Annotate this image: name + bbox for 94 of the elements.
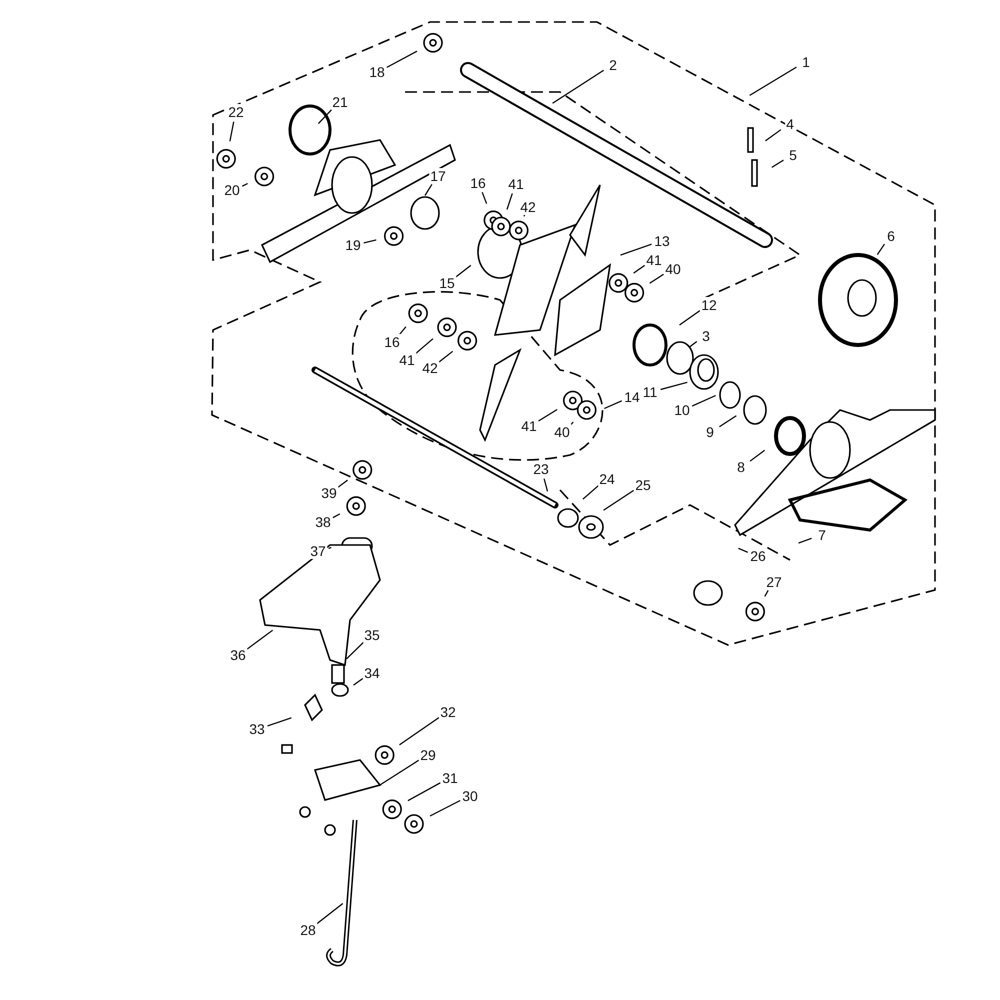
leader-line [316, 903, 344, 924]
leader-line [398, 326, 406, 335]
callout-number: 34 [363, 665, 381, 681]
callout-number: 29 [419, 747, 437, 763]
leader-line [876, 244, 885, 256]
leader-line [689, 341, 698, 348]
leader-line [679, 310, 700, 326]
leader-line [338, 480, 348, 488]
callout-number: 11 [642, 384, 658, 400]
leader-line [318, 108, 333, 124]
leader-line [438, 350, 454, 363]
callout-number: 38 [314, 514, 332, 530]
leader-line [353, 678, 364, 686]
leader-line [242, 182, 248, 187]
callout-number: 4 [785, 116, 795, 132]
callout-number: 5 [788, 147, 798, 163]
callout-number: 22 [227, 104, 245, 120]
leader-line [364, 239, 376, 244]
leader-line [603, 490, 634, 511]
leader-line [633, 264, 646, 274]
leader-line [582, 484, 599, 500]
leader-line [738, 548, 748, 553]
callout-number: 41 [507, 176, 525, 192]
leader-line [620, 244, 652, 256]
leader-line [229, 122, 234, 142]
leader-line [332, 513, 340, 518]
leader-line [764, 590, 769, 597]
callout-number: 41 [645, 252, 663, 268]
callout-number: 3 [701, 328, 711, 344]
callout-number: 23 [532, 461, 550, 477]
leader-line [430, 800, 460, 817]
callout-number: 13 [653, 233, 671, 249]
leader-line [604, 400, 622, 410]
callout-number: 21 [331, 94, 349, 110]
callout-number: 16 [469, 175, 487, 191]
leader-line [386, 50, 418, 68]
leader-line [455, 264, 472, 278]
leader-line [719, 415, 737, 428]
callout-number: 8 [736, 459, 746, 475]
callout-number: 28 [299, 922, 317, 938]
callout-number: 7 [817, 527, 827, 543]
leader-line [328, 546, 332, 549]
leader-line [506, 193, 513, 210]
leader-line [538, 408, 558, 422]
callout-number: 33 [248, 721, 266, 737]
callout-number: 30 [461, 788, 479, 804]
callout-number: 12 [700, 297, 718, 313]
leader-line [544, 478, 548, 492]
callout-number: 39 [320, 485, 338, 501]
callout-number: 1 [801, 54, 811, 70]
callout-number: 32 [439, 704, 457, 720]
leader-line [408, 782, 441, 802]
callout-number: 10 [673, 402, 691, 418]
callout-number: 36 [229, 647, 247, 663]
callout-number: 16 [383, 334, 401, 350]
callout-number: 6 [886, 228, 896, 244]
callout-number: 9 [705, 424, 715, 440]
callout-number: 18 [368, 64, 386, 80]
leader-line [660, 382, 688, 390]
callout-number: 26 [749, 548, 767, 564]
leader-line [552, 70, 604, 104]
callout-number: 40 [664, 261, 682, 277]
leader-line [399, 717, 440, 746]
leader-line [692, 394, 716, 407]
callout-number: 42 [519, 199, 537, 215]
leader-line [424, 184, 432, 196]
callout-number: 42 [421, 360, 439, 376]
callout-number: 35 [363, 627, 381, 643]
callout-number: 40 [553, 424, 571, 440]
leader-line [246, 630, 274, 650]
leader-line [379, 760, 420, 786]
callout-number: 41 [520, 418, 538, 434]
leader-line [771, 160, 784, 168]
callout-number: 15 [438, 275, 456, 291]
callout-number: 24 [598, 471, 616, 487]
callout-number: 14 [623, 389, 641, 405]
leader-line [749, 66, 797, 96]
leader-line [798, 538, 812, 544]
leader-line [346, 641, 364, 660]
callout-number: 31 [441, 770, 459, 786]
callout-number: 25 [634, 477, 652, 493]
leader-line [765, 129, 782, 142]
leader-line [482, 192, 488, 204]
leader-line [750, 450, 766, 462]
leader-line [649, 274, 664, 284]
leader-line [267, 717, 292, 726]
callout-number: 17 [429, 168, 447, 184]
callout-number: 41 [398, 352, 416, 368]
callout-number: 2 [608, 57, 618, 73]
callout-number: 19 [344, 237, 362, 253]
callout-number: 20 [223, 182, 241, 198]
callout-number: 27 [765, 574, 783, 590]
callout-number: 37 [309, 543, 327, 559]
leader-line [415, 338, 434, 354]
